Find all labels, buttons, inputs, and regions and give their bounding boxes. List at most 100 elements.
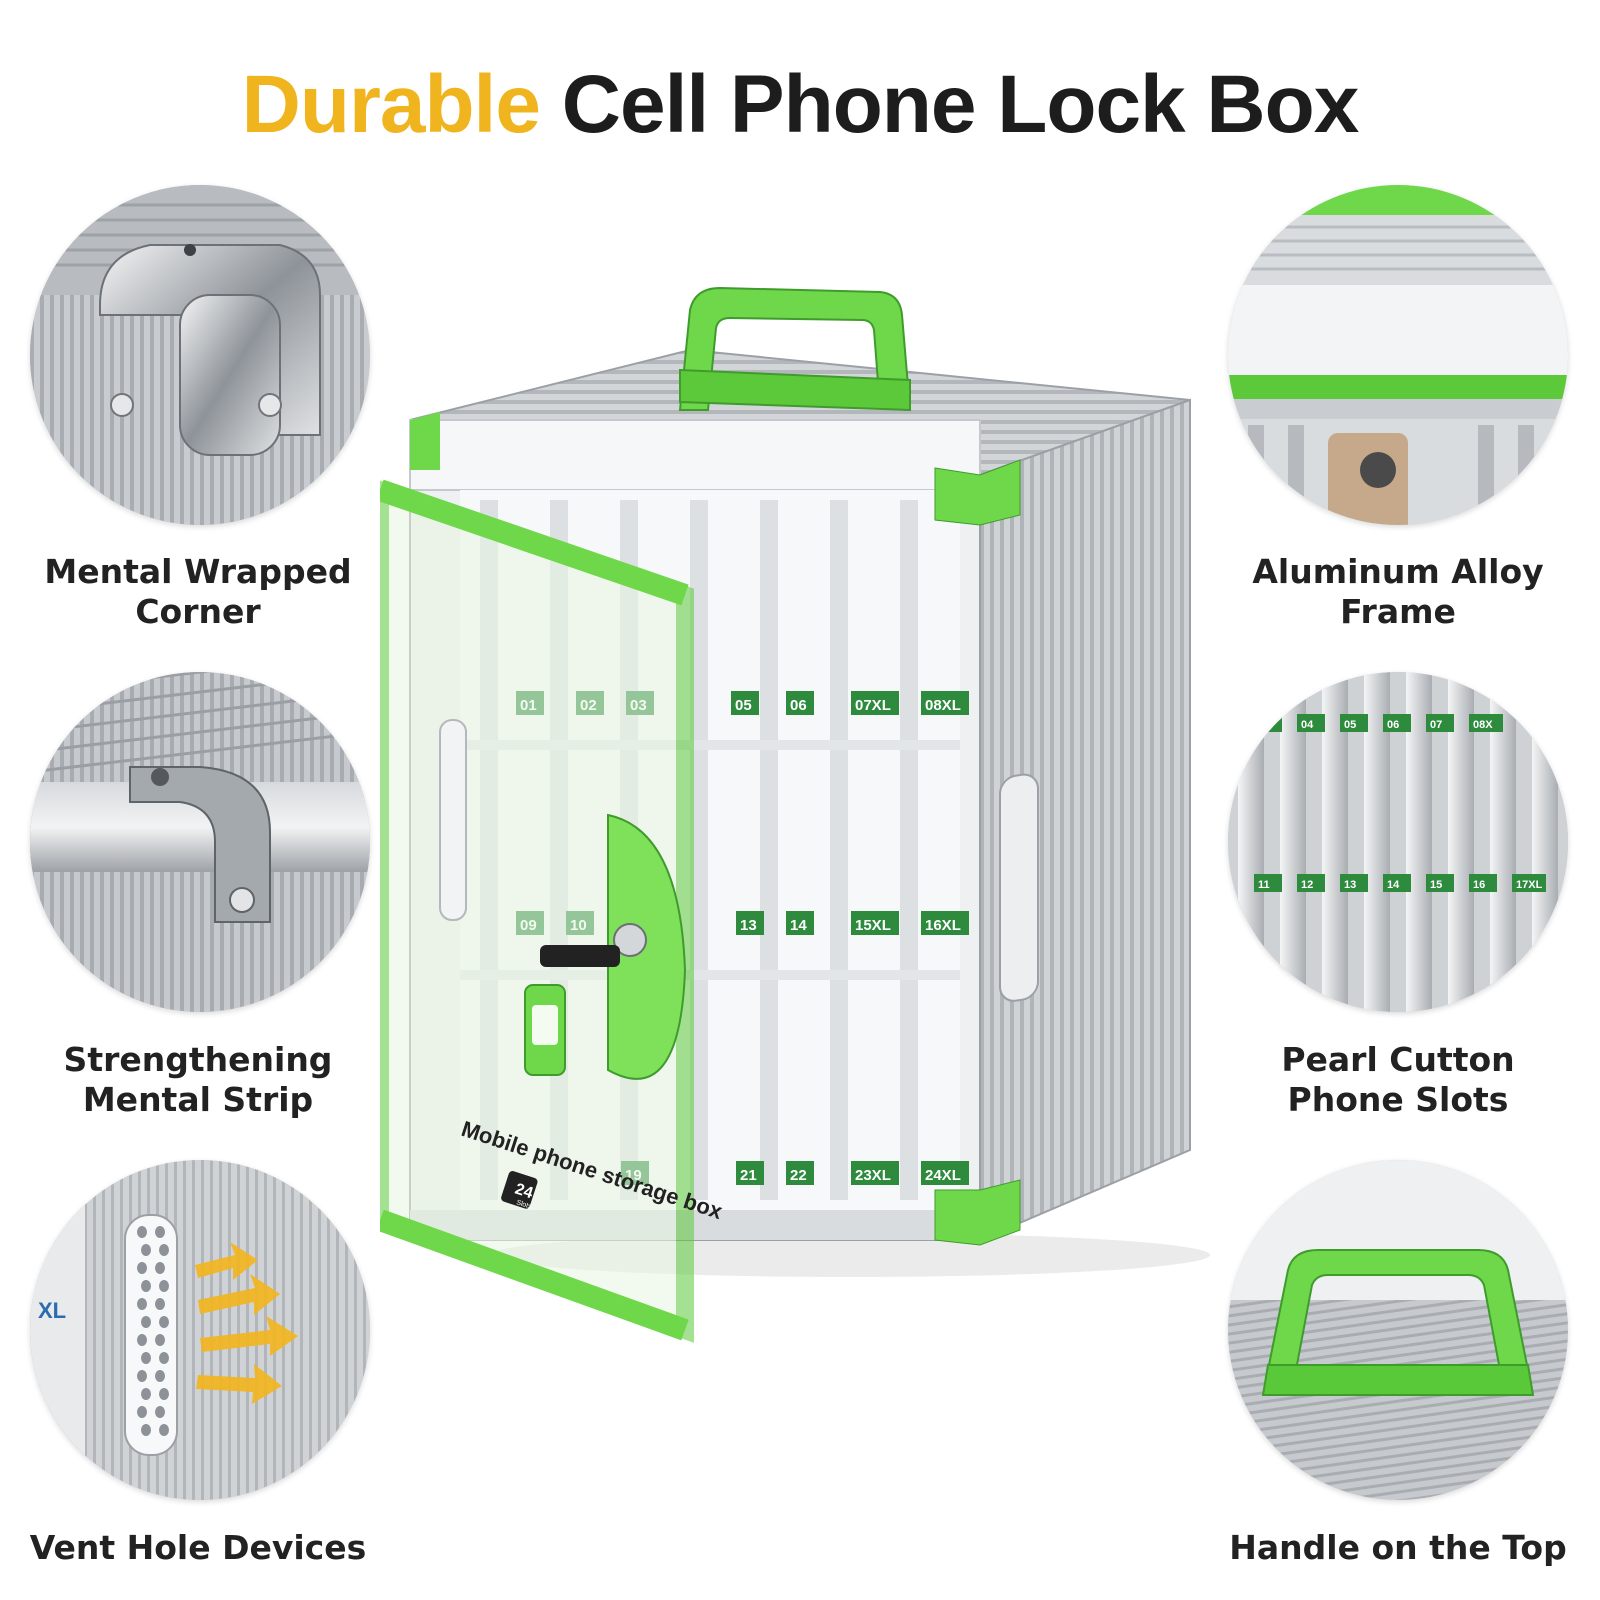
vent-hole — [141, 1316, 151, 1328]
vent-hole — [137, 1262, 147, 1274]
interior-slot-label-bg — [786, 691, 814, 715]
interior-divider — [900, 500, 918, 1200]
slot-label: 16 — [1473, 879, 1485, 891]
slots-badge: 24 — [513, 1181, 535, 1203]
interior-slot-label-bg — [921, 691, 969, 715]
vent-hole — [141, 1388, 151, 1400]
slot-label: 03 — [1258, 719, 1270, 731]
feature-caption-vent: Vent Hole Devices — [29, 1528, 367, 1567]
vent-hole — [141, 1244, 151, 1256]
slot-label-bg — [1512, 874, 1546, 892]
interior-shelf — [460, 970, 960, 980]
interior-slot-label-bg — [921, 1161, 969, 1185]
slot-divider — [1532, 672, 1558, 1012]
feature-caption-slots: Pearl Cutton Phone Slots — [1281, 1040, 1515, 1119]
interior-slot-label: 15XL — [855, 917, 891, 934]
interior-slot-label-bg — [851, 691, 899, 715]
frame-detail-image — [1228, 185, 1568, 525]
vent-hole — [155, 1334, 165, 1346]
title-rest: Cell Phone Lock Box — [561, 59, 1360, 150]
interior-slot-label: 23XL — [855, 1167, 891, 1184]
vent-detail-label: XL — [38, 1298, 66, 1323]
interior-slot-label: 24XL — [925, 1167, 961, 1184]
slot-label: 04 — [1301, 719, 1314, 731]
slot-label: 12 — [1301, 879, 1313, 891]
interior-slot-label-bg — [851, 911, 899, 935]
interior-slot-label-bg — [786, 911, 814, 935]
interior-slot-label-bg — [731, 691, 759, 715]
interior-slot-label: 14 — [790, 917, 807, 934]
slot-label-bg — [1254, 874, 1282, 892]
slot-label-bg — [1383, 874, 1411, 892]
vent-hole — [159, 1316, 169, 1328]
corner-detail-image — [30, 185, 370, 525]
slot-label-bg — [1383, 714, 1411, 732]
vent-hole — [141, 1280, 151, 1292]
slot-label-bg — [1426, 714, 1454, 732]
feature-caption-corner: Mental Wrapped Corner — [44, 552, 352, 631]
title-accent: Durable — [241, 59, 541, 150]
feature-caption-strip: Strengthening Mental Strip — [63, 1040, 333, 1119]
slot-label-bg — [1340, 714, 1368, 732]
lock-box-illustration: 010203050607XL08XL0910131415XL16XL192122… — [380, 286, 1210, 1343]
page-title: Durable Cell Phone Lock Box — [0, 58, 1600, 152]
vent-hole — [159, 1244, 169, 1256]
slot-label: 06 — [1387, 719, 1399, 731]
slot-divider — [1238, 672, 1264, 1012]
vent-detail-image: XL — [30, 1160, 370, 1500]
vent-hole — [137, 1298, 147, 1310]
slot-label-bg — [1340, 874, 1368, 892]
interior-divider — [760, 500, 778, 1200]
vent-hole — [137, 1370, 147, 1382]
vent-hole — [137, 1334, 147, 1346]
interior-shelf — [460, 740, 960, 750]
slots-badge-sub: Slots — [515, 1199, 532, 1211]
interior-slot-label-bg — [851, 1161, 899, 1185]
interior-divider — [830, 500, 848, 1200]
slots-detail-image: 03 04 05 06 07 08X 11 12 13 14 15 16 17XL — [1228, 672, 1568, 1012]
slot-label: 17XL — [1516, 879, 1543, 891]
slot-label-bg — [1469, 714, 1503, 732]
vent-hole — [137, 1406, 147, 1418]
vent-hole — [155, 1226, 165, 1238]
slot-label: 07 — [1430, 719, 1442, 731]
vent-hole — [159, 1424, 169, 1436]
vent-hole — [155, 1406, 165, 1418]
strip-detail-image — [30, 672, 370, 1012]
interior-slot-label: 22 — [790, 1167, 807, 1184]
slot-label-bg — [1469, 874, 1497, 892]
slot-label: 08X — [1473, 719, 1493, 731]
interior-slot-label-bg — [786, 1161, 814, 1185]
interior-slot-label-bg — [921, 911, 969, 935]
slot-label-bg — [1297, 874, 1325, 892]
interior-slot-label: 16XL — [925, 917, 961, 934]
slot-label: 11 — [1258, 879, 1270, 891]
vent-hole — [159, 1280, 169, 1292]
vent-hole — [159, 1388, 169, 1400]
interior-slot-label: 08XL — [925, 697, 961, 714]
slot-label: 05 — [1344, 719, 1356, 731]
slot-label-bg — [1297, 714, 1325, 732]
interior-slot-label: 07XL — [855, 697, 891, 714]
handle-detail-image — [1228, 1160, 1568, 1500]
interior-slot-label: 13 — [740, 917, 757, 934]
vent-hole — [155, 1298, 165, 1310]
vent-hole — [155, 1262, 165, 1274]
slot-label: 14 — [1387, 879, 1400, 891]
interior-slot-label-bg — [736, 1161, 764, 1185]
interior-slot-label-bg — [736, 911, 764, 935]
slot-label-bg — [1426, 874, 1454, 892]
vent-hole — [159, 1352, 169, 1364]
slot-label-bg — [1254, 714, 1282, 732]
vent-hole — [155, 1370, 165, 1382]
feature-caption-handle: Handle on the Top — [1229, 1528, 1567, 1567]
interior-slot-label: 05 — [735, 697, 752, 714]
interior-divider — [690, 500, 708, 1200]
interior-slot-label: 21 — [740, 1167, 757, 1184]
interior-slot-label: 06 — [790, 697, 807, 714]
slot-label: 15 — [1430, 879, 1442, 891]
slot-label: 13 — [1344, 879, 1356, 891]
feature-caption-frame: Aluminum Alloy Frame — [1252, 552, 1544, 631]
vent-hole — [141, 1424, 151, 1436]
vent-hole — [137, 1226, 147, 1238]
